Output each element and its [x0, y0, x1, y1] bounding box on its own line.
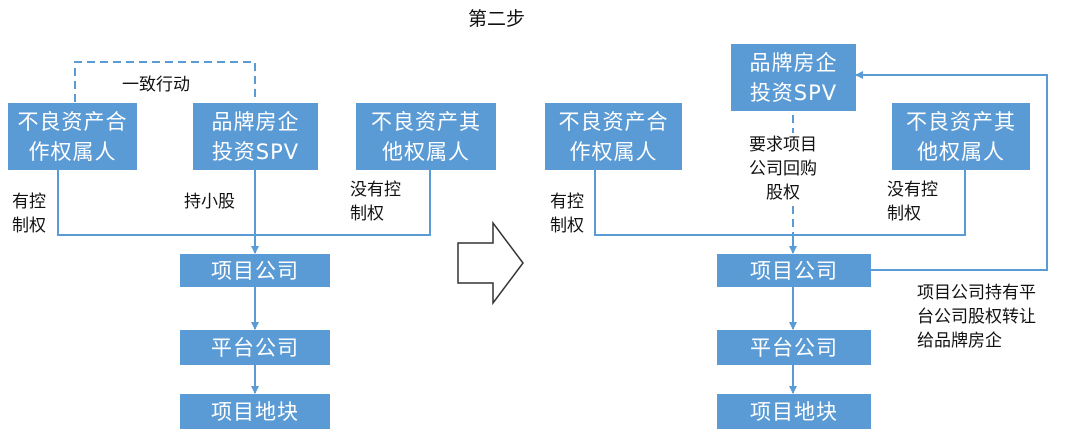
left-concerted-action-dashed-link: [74, 61, 256, 102]
box-line: 不良资产合: [558, 109, 669, 134]
box-line: 作权属人: [28, 139, 117, 164]
right-platform-company-box: 平台公司: [717, 330, 871, 365]
box-line: 不良资产其: [371, 109, 481, 134]
left-platform-company-box: 平台公司: [180, 330, 330, 365]
label-line: 有控: [12, 192, 46, 212]
label-line: 要求项目: [749, 135, 817, 155]
label-line: 公司回购: [749, 159, 817, 179]
box-line: 他权属人: [382, 139, 470, 164]
box-line: 投资SPV: [749, 80, 838, 105]
label-line: 制权: [887, 204, 921, 224]
box-line: 他权属人: [917, 139, 1005, 164]
right-brand-developer-spv-box: 品牌房企 投资SPV: [731, 44, 856, 111]
right-has-control-label: 有控 制权: [550, 190, 584, 238]
box-line: 不良资产合: [17, 109, 128, 134]
label-line: 制权: [12, 216, 46, 236]
left-project-company-box: 项目公司: [180, 254, 330, 287]
right-no-control-label: 没有控 制权: [887, 178, 938, 226]
right-npl-other-to-merge-line: [793, 170, 966, 236]
left-npl-other-to-merge-line: [255, 170, 431, 236]
label-line: 有控: [550, 192, 584, 212]
right-project-land-box: 项目地块: [717, 394, 871, 429]
box-line: 不良资产其: [906, 109, 1016, 134]
left-npl-joint-to-merge-line: [57, 170, 255, 236]
left-npl-joint-owner-box: 不良资产合 作权属人: [8, 103, 137, 170]
label-line: 给品牌房企: [917, 331, 1002, 351]
right-npl-joint-owner-box: 不良资产合 作权属人: [545, 103, 682, 170]
left-brand-developer-spv-box: 品牌房企 投资SPV: [193, 103, 318, 170]
left-npl-other-owner-box: 不良资产其 他权属人: [356, 103, 496, 170]
left-project-land-box: 项目地块: [180, 394, 330, 429]
left-minority-stake-label: 持小股: [184, 192, 235, 212]
label-line: 制权: [550, 216, 584, 236]
label-line: 项目公司持有平: [917, 283, 1036, 303]
label-line: 制权: [350, 204, 384, 224]
right-transfer-to-spv-arrow: [855, 71, 1048, 271]
right-project-company-box: 项目公司: [717, 254, 871, 287]
label-line: 股权: [766, 183, 800, 203]
diagram-title: 第二步: [468, 8, 526, 30]
box-line: 投资SPV: [211, 139, 300, 164]
right-buyback-label: 要求项目 公司回购 股权: [749, 133, 817, 205]
left-has-control-label: 有控 制权: [12, 190, 46, 238]
box-line: 作权属人: [569, 139, 658, 164]
label-line: 台公司股权转让: [917, 307, 1036, 327]
left-concerted-action-label: 一致行动: [122, 75, 190, 95]
right-npl-joint-to-merge-line: [594, 170, 793, 236]
left-no-control-label: 没有控 制权: [350, 178, 401, 226]
right-npl-other-owner-box: 不良资产其 他权属人: [892, 103, 1030, 170]
right-equity-transfer-label: 项目公司持有平 台公司股权转让 给品牌房企: [917, 281, 1036, 353]
transition-arrow-icon: [457, 220, 524, 306]
box-line: 品牌房企: [211, 109, 300, 134]
box-line: 品牌房企: [749, 50, 838, 75]
label-line: 没有控: [887, 180, 938, 200]
label-line: 没有控: [350, 180, 401, 200]
